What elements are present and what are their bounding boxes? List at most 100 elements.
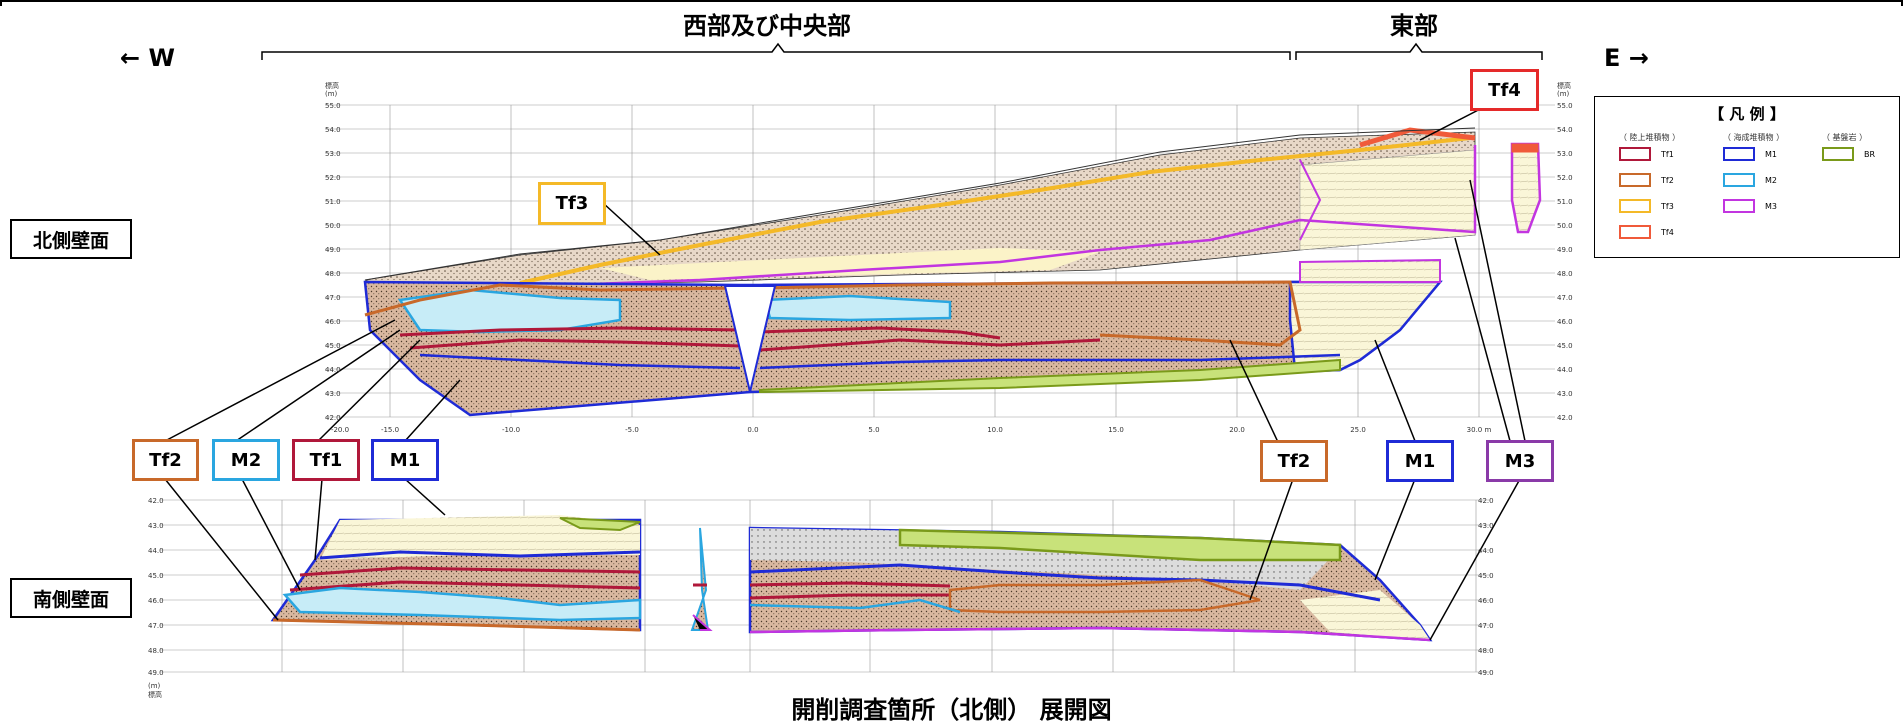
svg-text:54.0: 54.0 [325,126,341,134]
svg-text:0.0: 0.0 [747,426,758,434]
svg-text:(m): (m) [1557,90,1570,98]
callout-m1-right: M1 [1386,440,1454,482]
svg-text:10.0: 10.0 [987,426,1003,434]
header-west-center: 西部及び中央部 [683,12,851,40]
svg-text:48.0: 48.0 [325,270,341,278]
legend-item-tf3: Tf3 [1619,199,1674,213]
callout-tf1: Tf1 [292,439,360,481]
svg-text:53.0: 53.0 [325,150,341,158]
south-elev-axis: 42.0 43.0 44.0 45.0 46.0 47.0 48.0 49.0 … [148,497,1494,699]
elev-label: 標高 [325,81,339,90]
svg-text:44.0: 44.0 [1557,366,1573,374]
north-wall-section [363,127,1542,417]
legend-box: 【 凡 例 】 （ 陸上堆積物 ） （ 海成堆積物 ） （ 基盤岩 ） Tf1 … [1594,96,1900,258]
west-center-bracket [261,42,1291,60]
svg-text:46.0: 46.0 [148,597,164,605]
leader-lines [164,103,1526,641]
svg-text:47.0: 47.0 [325,294,341,302]
svg-text:20.0: 20.0 [1229,426,1245,434]
svg-text:50.0: 50.0 [1557,222,1573,230]
south-wall-label: 南側壁面 [10,578,132,618]
legend-item-m1: M1 [1723,147,1777,161]
svg-text:-15.0: -15.0 [381,426,399,434]
callout-tf2-right: Tf2 [1260,440,1328,482]
svg-text:-10.0: -10.0 [502,426,520,434]
svg-text:45.0: 45.0 [148,572,164,580]
svg-text:49.0: 49.0 [148,669,164,677]
svg-text:46.0: 46.0 [325,318,341,326]
svg-text:46.0: 46.0 [1478,597,1494,605]
legend-item-tf2: Tf2 [1619,173,1674,187]
north-wall-label: 北側壁面 [10,219,132,259]
legend-item-tf4: Tf4 [1619,225,1674,239]
svg-text:45.0: 45.0 [1557,342,1573,350]
svg-text:42.0: 42.0 [325,414,341,422]
svg-text:45.0: 45.0 [325,342,341,350]
svg-text:47.0: 47.0 [1478,622,1494,630]
direction-east: E → [1604,44,1649,72]
svg-text:48.0: 48.0 [1557,270,1573,278]
callout-tf4: Tf4 [1470,69,1539,111]
svg-text:53.0: 53.0 [1557,150,1573,158]
page-title: 開削調査箇所（北側） 展開図 [791,696,1112,724]
svg-text:標高: 標高 [148,690,162,699]
direction-west: ← W [120,44,175,72]
svg-text:49.0: 49.0 [1557,246,1573,254]
legend-cat-bedrock: （ 基盤岩 ） [1822,133,1868,142]
svg-text:51.0: 51.0 [1557,198,1573,206]
callout-tf3: Tf3 [538,182,606,225]
svg-text:55.0: 55.0 [325,102,341,110]
svg-text:52.0: 52.0 [325,174,341,182]
svg-text:43.0: 43.0 [1557,390,1573,398]
legend-item-tf1: Tf1 [1619,147,1674,161]
svg-text:15.0: 15.0 [1108,426,1124,434]
legend-item-m3: M3 [1723,199,1777,213]
svg-text:51.0: 51.0 [325,198,341,206]
svg-text:54.0: 54.0 [1557,126,1573,134]
svg-text:(m): (m) [148,682,161,690]
svg-text:25.0: 25.0 [1350,426,1366,434]
svg-text:47.0: 47.0 [1557,294,1573,302]
legend-cat-marine: （ 海成堆積物 ） [1723,133,1785,142]
svg-text:標高: 標高 [1557,81,1571,90]
svg-text:30.0 m: 30.0 m [1467,426,1492,434]
svg-text:-5.0: -5.0 [625,426,639,434]
callout-m3: M3 [1486,440,1554,482]
south-wall-section [270,515,1433,642]
svg-text:52.0: 52.0 [1557,174,1573,182]
north-elev-left: 標高 (m) 55.0 54.0 53.0 52.0 51.0 50.0 49.… [325,81,341,422]
svg-text:49.0: 49.0 [1478,669,1494,677]
callout-m2: M2 [212,439,280,481]
svg-text:43.0: 43.0 [1478,522,1494,530]
legend-item-br: BR [1822,147,1875,161]
callout-m1-left: M1 [371,439,439,481]
svg-text:42.0: 42.0 [1557,414,1573,422]
east-bracket [1295,42,1543,60]
svg-text:45.0: 45.0 [1478,572,1494,580]
svg-text:42.0: 42.0 [1478,497,1494,505]
svg-text:43.0: 43.0 [325,390,341,398]
svg-text:55.0: 55.0 [1557,102,1573,110]
svg-text:42.0: 42.0 [148,497,164,505]
svg-text:46.0: 46.0 [1557,318,1573,326]
svg-text:43.0: 43.0 [148,522,164,530]
svg-text:44.0: 44.0 [148,547,164,555]
svg-text:48.0: 48.0 [1478,647,1494,655]
legend-item-m2: M2 [1723,173,1777,187]
svg-text:48.0: 48.0 [148,647,164,655]
north-x-axis: -20.0 -15.0 -10.0 -5.0 0.0 5.0 10.0 15.0… [331,426,1492,434]
svg-text:49.0: 49.0 [325,246,341,254]
legend-cat-land: （ 陸上堆積物 ） [1619,133,1681,142]
svg-text:44.0: 44.0 [1478,547,1494,555]
legend-title: 【 凡 例 】 [1709,105,1785,123]
svg-text:44.0: 44.0 [325,366,341,374]
north-elev-right: 標高 (m) 55.0 54.0 53.0 52.0 51.0 50.0 49.… [1557,81,1573,422]
elev-unit: (m) [325,90,338,98]
svg-text:5.0: 5.0 [868,426,879,434]
svg-text:47.0: 47.0 [148,622,164,630]
svg-text:-20.0: -20.0 [331,426,349,434]
callout-tf2-left: Tf2 [132,439,199,481]
svg-text:50.0: 50.0 [325,222,341,230]
header-east: 東部 [1390,12,1438,40]
